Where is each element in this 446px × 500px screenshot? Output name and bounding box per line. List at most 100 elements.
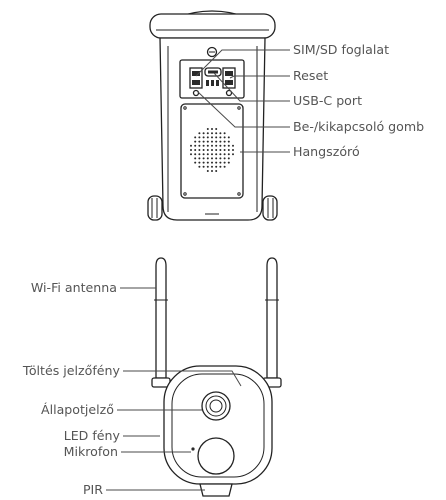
speaker-hole (215, 128, 218, 130)
speaker-hole (206, 144, 209, 147)
speaker-hole (202, 165, 205, 168)
speaker-hole (219, 144, 222, 147)
speaker-hole (211, 157, 213, 160)
speaker-hole (202, 153, 205, 156)
label-speaker: Hangszóró (293, 144, 360, 159)
speaker-hole (215, 157, 218, 160)
speaker-hole (227, 161, 230, 164)
label-reset: Reset (293, 68, 328, 83)
left-antenna (155, 257, 167, 379)
speaker-hole (198, 144, 201, 147)
speaker-hole (227, 157, 230, 160)
speaker-hole (223, 136, 226, 139)
label-usb-c-port: USB-C port (293, 93, 362, 108)
speaker-hole (219, 140, 222, 143)
speaker-hole (219, 165, 222, 168)
speaker-hole (215, 132, 218, 135)
speaker-hole (223, 132, 226, 135)
speaker-hole (211, 149, 213, 151)
speaker-hole (227, 140, 230, 143)
label-status-indicator: Állapotjelző (41, 402, 114, 417)
speaker-hole (223, 165, 226, 168)
reset-button (225, 89, 233, 97)
microphone-hole (191, 447, 195, 451)
speaker-hole (206, 128, 209, 130)
speaker-grille (190, 128, 234, 172)
speaker-hole (194, 144, 197, 147)
speaker-hole (211, 144, 213, 147)
speaker-hole (232, 144, 234, 147)
speaker-hole (211, 153, 213, 156)
speaker-hole (215, 165, 218, 168)
speaker-hole (202, 144, 205, 147)
speaker-hole (219, 136, 222, 139)
speaker-hole (219, 132, 222, 135)
speaker-hole (198, 140, 201, 143)
speaker-hole (194, 136, 197, 139)
speaker-hole (211, 132, 213, 135)
speaker-hole (211, 161, 213, 164)
speaker-hole (215, 149, 218, 151)
speaker-hole (215, 153, 218, 156)
speaker-hole (211, 165, 213, 168)
speaker-hole (227, 144, 230, 147)
speaker-hole (219, 161, 222, 164)
speaker-hole (206, 153, 209, 156)
speaker-hole (223, 157, 226, 160)
power-button (192, 89, 200, 97)
right-antenna (266, 257, 278, 379)
speaker-hole (194, 157, 197, 160)
leader-usb-c (213, 72, 290, 102)
speaker-hole (206, 132, 209, 135)
speaker-hole (232, 149, 234, 151)
speaker-hole (194, 140, 197, 143)
speaker-hole (227, 153, 230, 156)
label-power-button: Be-/kikapcsoló gomb (293, 119, 424, 134)
label-pir: PIR (83, 482, 103, 497)
speaker-hole (202, 157, 205, 160)
leader-sim-sd (195, 49, 290, 77)
camera-stand (199, 483, 233, 497)
pir-sensor (197, 437, 235, 475)
speaker-hole (190, 153, 192, 156)
speaker-hole (202, 161, 205, 164)
speaker-hole (198, 153, 201, 156)
speaker-hole (211, 136, 213, 139)
label-sim-sd-slot: SIM/SD foglalat (293, 42, 389, 57)
speaker-hole (202, 140, 205, 143)
speaker-hole (202, 132, 205, 135)
speaker-hole (215, 170, 218, 172)
speaker-hole (232, 153, 234, 156)
right-knob (262, 195, 278, 221)
left-knob (147, 195, 163, 221)
leader-charging-indicator (123, 370, 242, 387)
speaker-hole (194, 161, 197, 164)
speaker-hole (223, 149, 226, 151)
speaker-hole (198, 157, 201, 160)
label-charging-indicator: Töltés jelzőfény (22, 363, 121, 378)
label-microphone: Mikrofon (64, 444, 118, 459)
label-wifi-antenna: Wi-Fi antenna (31, 280, 117, 295)
speaker-hole (206, 161, 209, 164)
speaker-hole (198, 165, 201, 168)
speaker-hole (190, 149, 192, 151)
speaker-hole (219, 153, 222, 156)
camera-face (171, 373, 265, 478)
label-led-light: LED fény (64, 428, 121, 443)
speaker-hole (206, 136, 209, 139)
leader-reset (229, 75, 290, 79)
speaker-hole (190, 144, 192, 147)
speaker-hole (215, 161, 218, 164)
back-top-cap (149, 13, 276, 39)
camera-front-view: Wi-Fi antenna Töltés jelzőfény Állapotje… (22, 257, 282, 497)
camera-back-view: SIM/SD foglalat Reset USB-C port Be-/kik… (147, 10, 424, 221)
speaker-hole (223, 161, 226, 164)
speaker-hole (198, 136, 201, 139)
speaker-hole (211, 140, 213, 143)
speaker-hole (206, 170, 209, 172)
speaker-hole (202, 149, 205, 151)
speaker-hole (227, 149, 230, 151)
speaker-hole (227, 136, 230, 139)
speaker-hole (219, 157, 222, 160)
